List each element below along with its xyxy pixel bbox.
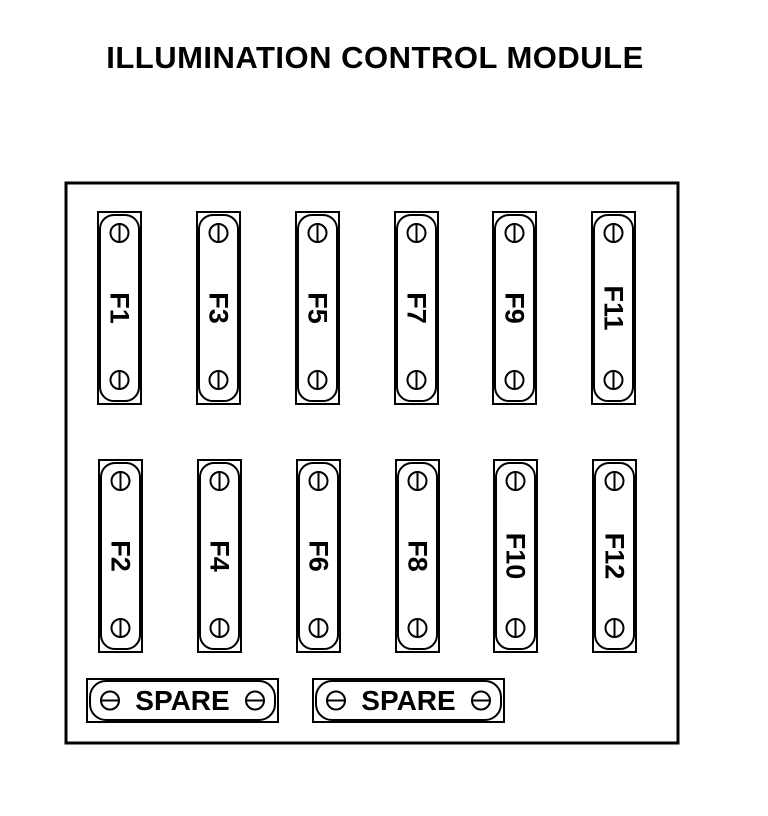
screw-icon (307, 223, 328, 243)
fuse-label: F10 (501, 533, 531, 580)
fuse-body (594, 462, 635, 650)
fuse-body (99, 214, 140, 402)
spare-fuse-1[interactable]: SPARE (86, 678, 279, 723)
spares-layer: SPARE SPARE (86, 678, 505, 723)
fuse-label: F11 (599, 285, 629, 330)
fuse-label: F2 (106, 540, 136, 572)
fuse-f11[interactable]: F11 (591, 211, 636, 405)
screw-icon (471, 690, 491, 711)
fuse-f4[interactable]: F4 (197, 459, 242, 653)
fuse-f2[interactable]: F2 (98, 459, 143, 653)
fuse-label: F4 (205, 540, 235, 572)
fuse-label: F3 (204, 292, 234, 324)
fuse-f9[interactable]: F9 (492, 211, 537, 405)
screw-icon (245, 690, 265, 711)
screw-icon (504, 223, 525, 243)
fuse-label: F1 (105, 292, 135, 324)
fuse-f7[interactable]: F7 (394, 211, 439, 405)
fuse-f1[interactable]: F1 (97, 211, 142, 405)
screw-icon (406, 370, 427, 390)
fuse-body (593, 214, 634, 402)
fuse-label: F8 (403, 540, 433, 572)
fuse-label: F9 (500, 292, 530, 324)
spare-body (315, 680, 502, 721)
screw-icon (308, 471, 329, 491)
fuse-body (298, 462, 339, 650)
screw-icon (603, 370, 624, 390)
fuse-body (397, 462, 438, 650)
fuse-label: F7 (402, 292, 432, 324)
screw-icon (308, 618, 329, 638)
screw-icon (504, 370, 525, 390)
screw-icon (407, 471, 428, 491)
screw-icon (110, 471, 131, 491)
fuse-body (494, 214, 535, 402)
fuse-f12[interactable]: F12 (592, 459, 637, 653)
screw-icon (326, 690, 346, 711)
fuse-body (198, 214, 239, 402)
fuse-f8[interactable]: F8 (395, 459, 440, 653)
spare-label: SPARE (361, 685, 455, 716)
screw-icon (407, 618, 428, 638)
fuse-body (100, 462, 141, 650)
fuse-f3[interactable]: F3 (196, 211, 241, 405)
screw-icon (307, 370, 328, 390)
fuse-body (199, 462, 240, 650)
fuse-holder (493, 459, 538, 653)
fuse-label: F12 (600, 533, 630, 580)
screw-icon (100, 690, 120, 711)
spare-body (89, 680, 276, 721)
fuse-label: F5 (303, 292, 333, 324)
fuse-label: F6 (304, 540, 334, 572)
screw-icon (505, 618, 526, 638)
fuse-body (495, 462, 536, 650)
screw-icon (604, 618, 625, 638)
spare-fuse-2[interactable]: SPARE (312, 678, 505, 723)
diagram-title: ILLUMINATION CONTROL MODULE (106, 40, 644, 75)
screw-icon (109, 223, 130, 243)
screw-icon (110, 618, 131, 638)
screw-icon (406, 223, 427, 243)
module-outline (64, 181, 680, 745)
fuse-body (297, 214, 338, 402)
fuse-body (396, 214, 437, 402)
fuse-f10[interactable]: F10 (493, 459, 538, 653)
fuse-f6[interactable]: F6 (296, 459, 341, 653)
fuse-f5[interactable]: F5 (295, 211, 340, 405)
screw-icon (603, 223, 624, 243)
screw-icon (604, 471, 625, 491)
screw-icon (505, 471, 526, 491)
screw-icon (208, 223, 229, 243)
screw-icon (209, 618, 230, 638)
screw-icon (208, 370, 229, 390)
screw-icon (209, 471, 230, 491)
screw-icon (109, 370, 130, 390)
spare-label: SPARE (135, 685, 229, 716)
